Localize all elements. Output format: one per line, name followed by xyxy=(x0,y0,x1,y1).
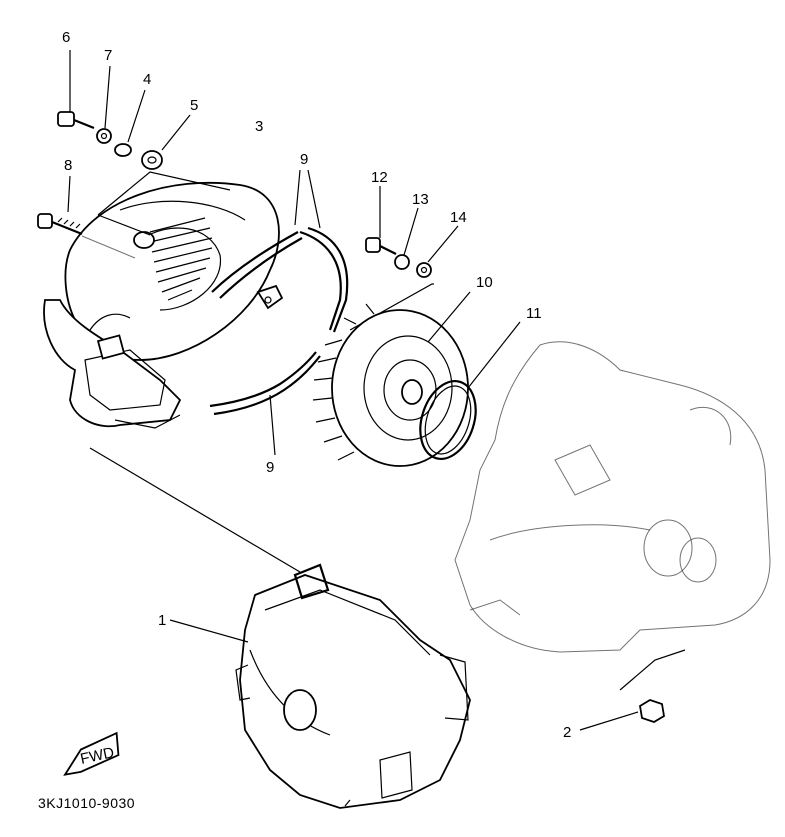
washer-part-13 xyxy=(394,207,419,270)
callout-4: 4 xyxy=(143,71,151,88)
bolt-icon xyxy=(57,111,75,127)
callout-9-lower: 9 xyxy=(266,459,274,476)
callout-10: 10 xyxy=(476,274,493,291)
shroud-grille xyxy=(149,217,213,301)
callout-6: 6 xyxy=(62,29,70,46)
bolt-part-6 xyxy=(57,50,95,130)
washer-part-7 xyxy=(96,65,112,144)
crankcase-outline xyxy=(454,341,771,653)
callout-13: 13 xyxy=(412,191,429,208)
fan-blades xyxy=(312,303,375,461)
callout-3: 3 xyxy=(255,118,263,135)
callout-5: 5 xyxy=(190,97,198,114)
air-shroud-part-1 xyxy=(235,563,471,809)
o-ring-part-11 xyxy=(419,321,521,460)
callout-2: 2 xyxy=(563,724,571,741)
callout-8: 8 xyxy=(64,157,72,174)
callout-12: 12 xyxy=(371,169,388,186)
callout-1: 1 xyxy=(158,612,166,629)
forward-direction-arrow xyxy=(63,731,120,776)
nut-part-2 xyxy=(579,649,686,731)
grommet-part-5 xyxy=(141,114,191,170)
fan-shroud-part-3 xyxy=(64,181,284,361)
washer-part-14 xyxy=(416,225,459,278)
callout-7: 7 xyxy=(104,47,112,64)
collar-part-4 xyxy=(114,89,146,157)
callout-11: 11 xyxy=(526,305,542,322)
fwd-label: FWD xyxy=(79,744,116,768)
washer-icon xyxy=(96,128,112,144)
collar-icon xyxy=(114,143,132,157)
callout-14: 14 xyxy=(450,209,467,226)
bolt-part-8 xyxy=(37,175,136,259)
hose-part-9-lower xyxy=(209,351,321,456)
cooling-fan-part-10 xyxy=(312,291,471,467)
screw-part-12 xyxy=(365,186,397,255)
callout-9-upper: 9 xyxy=(300,151,308,168)
hose-part-9-upper xyxy=(211,169,349,333)
diagram-code: 3KJ1010-9030 xyxy=(38,795,135,811)
lower-shroud-housing xyxy=(43,299,182,429)
grommet-icon xyxy=(141,150,163,170)
nut-icon xyxy=(639,699,665,723)
